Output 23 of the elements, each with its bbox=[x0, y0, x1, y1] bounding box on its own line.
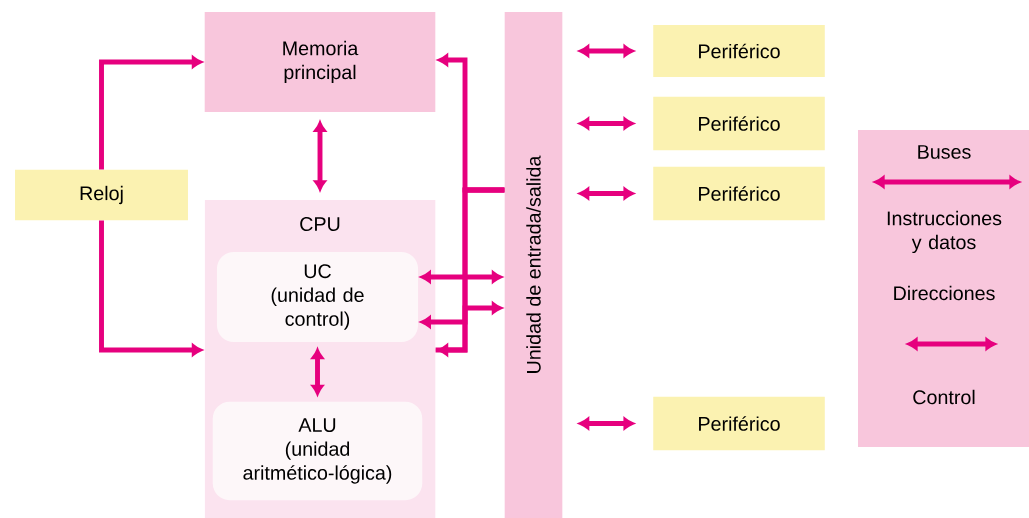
arrow bbox=[420, 270, 503, 284]
peripheral-note: Periférico bbox=[653, 25, 825, 77]
memory-box: Memoria principal bbox=[204, 12, 436, 112]
legend-text: Direcciones bbox=[894, 285, 995, 301]
clock-note: Reloj bbox=[15, 169, 188, 221]
arrow bbox=[99, 220, 203, 357]
alu-box: ALU (unidad aritmético-lógica) bbox=[212, 401, 423, 501]
legend-text: Instrucciones y datos bbox=[887, 210, 1002, 254]
io-unit-bar: Unidad de entrada/salida bbox=[504, 11, 563, 518]
arrow bbox=[311, 348, 324, 396]
peripheral-note: Periférico bbox=[653, 166, 825, 221]
arrow bbox=[578, 117, 634, 130]
arrow bbox=[578, 187, 634, 200]
legend-text: Control bbox=[913, 389, 975, 405]
legend-title: Buses bbox=[918, 145, 971, 159]
arrow bbox=[578, 417, 634, 430]
arrow bbox=[435, 301, 503, 353]
peripheral-note: Periférico bbox=[653, 96, 825, 151]
arrow bbox=[313, 121, 327, 191]
peripheral-note: Periférico bbox=[653, 396, 825, 451]
arrow bbox=[578, 44, 634, 58]
arrow bbox=[99, 55, 203, 170]
control-unit-box: UC (unidad de control) bbox=[216, 252, 419, 342]
